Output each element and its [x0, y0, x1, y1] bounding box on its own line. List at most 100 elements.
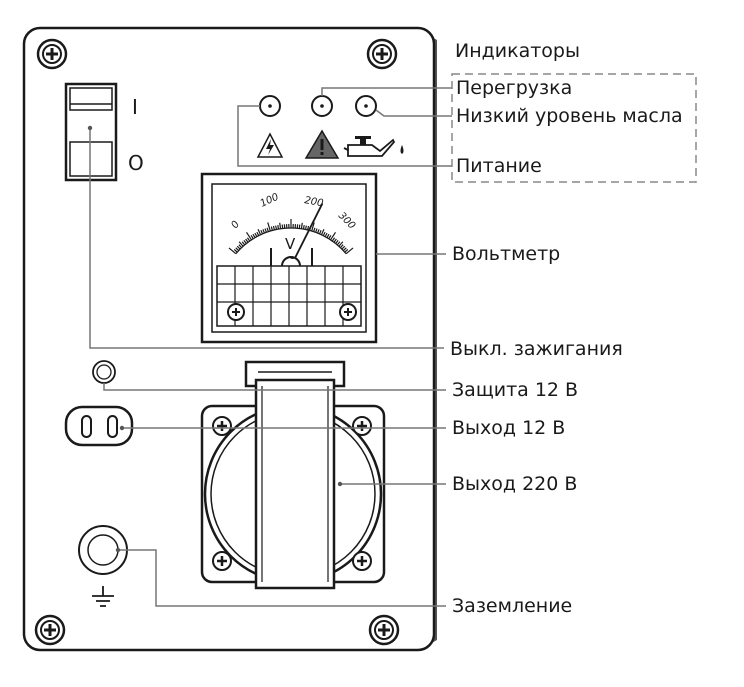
socket-cover[interactable] — [254, 378, 336, 590]
voltmeter-tick — [335, 240, 339, 244]
screw-icon — [212, 416, 232, 436]
voltmeter-tick — [245, 238, 249, 243]
voltmeter-tick — [326, 233, 330, 238]
leader-low-oil — [375, 109, 452, 117]
scale-label-200: 200 — [303, 195, 324, 209]
switch-off-mark: O — [128, 151, 144, 175]
leader-power — [237, 105, 452, 167]
voltmeter-tick — [330, 231, 337, 241]
screw-icon — [36, 38, 68, 70]
ground-icon — [92, 586, 114, 607]
voltmeter-tick — [266, 227, 269, 232]
indicators-bracket — [451, 73, 697, 183]
voltmeter-tick — [315, 228, 318, 233]
power-indicator-lamp — [259, 95, 281, 117]
outlet-12v[interactable] — [64, 405, 134, 447]
screw-icon — [212, 551, 232, 571]
voltmeter-tick — [302, 225, 305, 230]
exclamation-warning-icon — [304, 129, 340, 159]
voltmeter: V ~ — [200, 172, 378, 344]
lightning-warning-icon — [256, 132, 284, 158]
voltmeter-tick — [304, 225, 307, 230]
outlet-220v[interactable] — [200, 360, 386, 590]
label-protection-12v: Защита 12 В — [452, 379, 579, 401]
voltmeter-tick — [279, 222, 282, 229]
voltmeter-tick — [270, 226, 273, 231]
voltmeter-tick — [307, 225, 310, 231]
screw-icon — [352, 551, 372, 571]
label-voltmeter: Вольтметр — [452, 243, 561, 265]
voltmeter-tick — [262, 229, 265, 234]
voltmeter-unit: V — [285, 235, 296, 253]
label-output-12v: Выход 12 В — [452, 417, 566, 439]
voltmeter-tick — [267, 222, 271, 232]
leader-ignition — [89, 128, 444, 349]
label-ignition-switch: Выкл. зажигания — [450, 338, 623, 360]
ignition-switch[interactable] — [64, 82, 118, 182]
voltmeter-tick — [300, 222, 303, 229]
voltmeter-tick — [254, 232, 258, 237]
voltmeter-tick — [322, 231, 326, 236]
voltmeter-tick — [277, 225, 280, 230]
switch-on-mark: I — [132, 95, 138, 119]
voltmeter-tick — [313, 227, 316, 232]
voltmeter-tick — [264, 228, 267, 233]
leader-protection — [103, 383, 446, 391]
voltmeter-tick — [228, 247, 237, 255]
leader-ground — [118, 549, 446, 607]
label-indicators: Индикаторы — [455, 40, 580, 62]
label-ground: Заземление — [452, 595, 573, 617]
voltmeter-tick — [324, 232, 328, 237]
voltmeter-tick — [235, 247, 240, 252]
voltmeter-tick — [331, 237, 336, 242]
leader-dots — [87, 125, 343, 553]
voltmeter-tick — [246, 237, 251, 242]
voltmeter-tick — [250, 235, 254, 240]
voltmeter-tick — [238, 244, 243, 249]
leader-lines — [89, 87, 452, 607]
voltmeter-scale-ticks — [228, 219, 354, 255]
scale-label-0: 0 — [229, 219, 242, 231]
voltmeter-tick — [243, 240, 247, 244]
screw-icon — [366, 38, 398, 70]
voltmeter-tick — [344, 249, 349, 253]
voltmeter-tick — [320, 229, 325, 235]
voltmeter-tick — [333, 238, 337, 243]
voltmeter-tick — [318, 229, 322, 235]
ground-terminal[interactable] — [78, 525, 128, 575]
voltmeter-tick — [336, 241, 341, 246]
voltmeter-scale-arc — [235, 227, 347, 255]
voltmeter-tick — [257, 229, 262, 235]
overload-indicator-lamp — [311, 95, 333, 117]
oil-can-icon — [343, 136, 404, 157]
voltmeter-tick — [252, 233, 256, 238]
voltmeter-tick — [275, 225, 278, 230]
voltmeter-tick — [260, 229, 264, 235]
voltmeter-tick — [342, 247, 347, 252]
screw-icon — [34, 614, 66, 646]
label-output-220v: Выход 220 В — [452, 473, 578, 495]
screw-icon — [227, 303, 245, 321]
voltmeter-needle — [290, 203, 324, 267]
voltmeter-ac-symbol: ~ — [286, 251, 296, 265]
voltmeter-tick — [245, 231, 252, 241]
label-power: Питание — [456, 155, 542, 177]
voltmeter-tick — [272, 225, 275, 231]
fuse-12v[interactable] — [92, 360, 116, 384]
voltmeter-tick — [311, 222, 315, 232]
screw-icon — [368, 614, 400, 646]
voltmeter-tick — [241, 241, 246, 246]
voltmeter-tick — [328, 235, 332, 240]
voltmeter-tick — [233, 249, 238, 253]
voltmeter-tick — [238, 241, 244, 247]
voltmeter-tick — [317, 229, 320, 234]
voltmeter-tick — [338, 241, 344, 247]
voltmeter-tick — [256, 231, 260, 236]
voltmeter-tick — [341, 245, 346, 250]
voltmeter-tick — [345, 247, 354, 255]
label-low-oil: Низкий уровень масла — [456, 105, 683, 127]
leader-overload — [321, 87, 452, 96]
screw-icon — [339, 303, 357, 321]
voltmeter-tick — [236, 245, 241, 250]
